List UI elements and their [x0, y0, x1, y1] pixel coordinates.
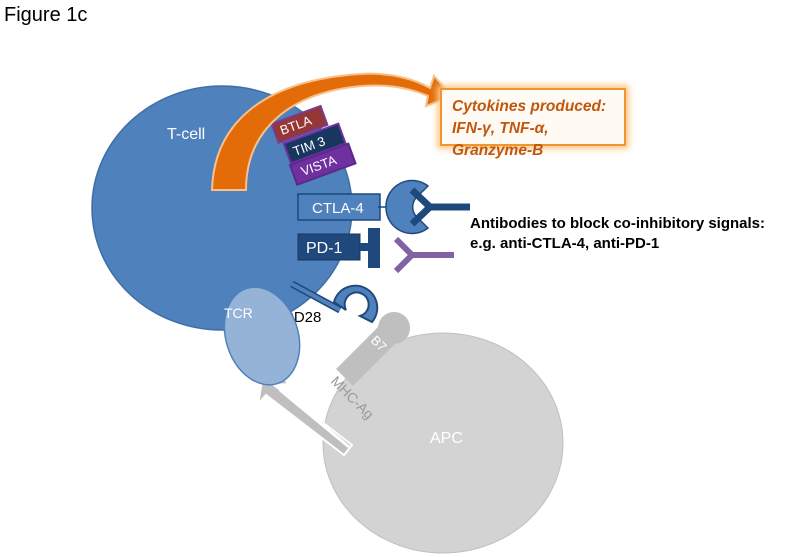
ctla4-label: CTLA-4 [312, 200, 364, 217]
anti-pd1-antibody [393, 236, 454, 274]
cytokine-list: IFN-γ, TNF-α, Granzyme-B [452, 120, 549, 159]
t-cell-label: T-cell [167, 126, 205, 143]
tcr-receptor [223, 286, 301, 386]
figure-title: Figure 1c [4, 4, 88, 26]
cytokine-box: Cytokines produced: IFN-γ, TNF-α, Granzy… [440, 88, 626, 159]
cytokine-heading: Cytokines produced: [452, 98, 607, 115]
pd1-receptor [297, 228, 380, 268]
btla-receptor [270, 104, 329, 144]
b7-ligand [336, 311, 411, 386]
antibody-annotation: Antibodies to block co-inhibitory signal… [470, 214, 765, 254]
anti-ctla4-antibody [409, 187, 470, 227]
antibody-examples: e.g. anti-CTLA-4, anti-PD-1 [470, 235, 660, 252]
vista-receptor [288, 142, 357, 186]
apc-cell [322, 332, 564, 554]
apc-label: APC [430, 430, 463, 447]
tcr-label: TCR [224, 305, 253, 321]
antibody-heading: Antibodies to block co-inhibitory signal… [470, 215, 766, 232]
pd1-label: PD-1 [306, 240, 343, 257]
mhc-arrow-divider [279, 388, 350, 449]
cd28-receptor [290, 280, 379, 324]
tim3-receptor [282, 122, 347, 165]
cytokine-arrow [210, 72, 454, 191]
